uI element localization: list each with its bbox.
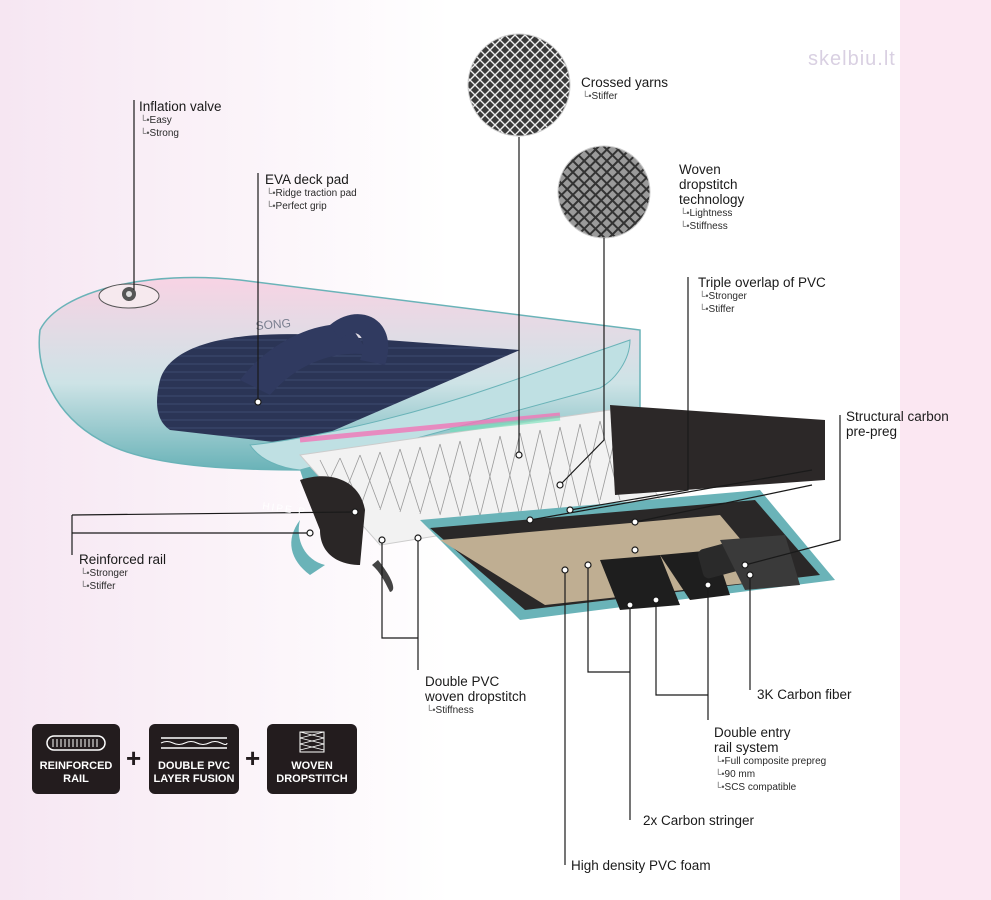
label-title: 3K Carbon fiber — [757, 687, 852, 702]
label-reinforced-rail: Reinforced rail Stronger Stiffer — [79, 552, 166, 593]
label-title-line: woven dropstitch — [425, 689, 527, 704]
badge-woven-dropstitch: WOVEN DROPSTITCH — [267, 724, 357, 794]
label-sub: Full composite prepreg — [715, 755, 827, 768]
label-sub: 90 mm — [715, 768, 826, 781]
label-title: Reinforced rail — [79, 552, 167, 567]
label-carbon-fiber: 3K Carbon fiber — [757, 687, 852, 702]
label-eva-deck-pad: EVA deck pad Ridge traction pad Perfect … — [265, 172, 357, 213]
badge-line: DOUBLE PVC — [157, 760, 231, 772]
label-carbon-stringer: 2x Carbon stringer — [643, 813, 754, 828]
label-title: 2x Carbon stringer — [643, 813, 755, 828]
label-title-line: Double entry — [714, 725, 791, 740]
plus-icon: + — [245, 743, 261, 773]
label-title-line: rail system — [714, 740, 779, 755]
label-sub: Easy — [140, 114, 222, 127]
crossed-yarns-closeup — [467, 33, 571, 137]
weave-icon — [299, 731, 325, 753]
label-title-line: Structural carbon — [846, 409, 949, 424]
label-double-entry: Double entry rail system Full composite … — [714, 725, 826, 794]
badge-line: LAYER FUSION — [153, 773, 235, 785]
label-sub: Stiffer — [699, 303, 826, 316]
badge-line: DROPSTITCH — [276, 773, 348, 785]
label-sub: Stiffness — [426, 704, 526, 717]
label-title: High density PVC foam — [571, 858, 711, 873]
label-sub: Stiffer — [80, 580, 166, 593]
label-sub: Perfect grip — [266, 200, 357, 213]
label-title: Crossed yarns — [581, 75, 669, 90]
pink-background-right — [900, 0, 991, 900]
label-title-line: Woven — [679, 162, 721, 177]
watermark: skelbiu.lt — [808, 48, 896, 70]
badge-double-pvc: DOUBLE PVC LAYER FUSION — [149, 724, 239, 794]
label-title-line: dropstitch — [679, 177, 738, 192]
board-logo: SONG — [255, 316, 291, 333]
label-pvc-foam: High density PVC foam — [571, 858, 711, 873]
badge-line: REINFORCED — [39, 760, 113, 772]
dark-side-wall — [610, 405, 825, 495]
leader-dots — [254, 398, 754, 609]
plus-icon: + — [126, 743, 142, 773]
layers-icon — [160, 737, 228, 749]
leader-lines — [71, 100, 841, 865]
label-sub: Stiffness — [680, 220, 744, 233]
label-title-line: technology — [679, 192, 745, 207]
badge-line: RAIL — [63, 773, 89, 785]
label-woven-dropstitch: Woven dropstitch technology Lightness St… — [679, 162, 744, 233]
label-structural-carbon: Structural carbon pre-preg — [846, 409, 949, 439]
label-sub: Stronger — [80, 567, 166, 580]
label-crossed-yarns: Crossed yarns Stiffer — [581, 75, 668, 103]
label-title: EVA deck pad — [265, 172, 349, 187]
label-sub: SCS compatible — [715, 781, 826, 794]
label-sub: Stronger — [699, 290, 826, 303]
label-title: Triple overlap of PVC — [698, 275, 826, 290]
rail-icon — [46, 735, 106, 751]
badge-line: WOVEN — [291, 760, 333, 772]
label-title: Inflation valve — [139, 99, 222, 114]
badge-reinforced-rail: REINFORCED RAIL — [32, 724, 120, 794]
label-sub: Ridge traction pad — [266, 187, 357, 200]
label-triple-overlap: Triple overlap of PVC Stronger Stiffer — [698, 275, 826, 316]
label-sub: Stiffer — [582, 90, 668, 103]
label-double-pvc: Double PVC woven dropstitch Stiffness — [425, 674, 526, 717]
label-title-line: pre-preg — [846, 424, 898, 439]
label-title-line: Double PVC — [425, 674, 500, 689]
eva-deck-pad-shape — [157, 334, 520, 445]
label-sub: Lightness — [680, 207, 744, 220]
label-sub: Strong — [140, 127, 222, 140]
handle-strap — [240, 324, 370, 395]
reinforced-rail-shape — [300, 476, 365, 565]
inflation-valve — [98, 283, 160, 309]
layered-bottom — [420, 490, 835, 620]
label-inflation-valve: Inflation valve Easy Strong — [139, 99, 222, 140]
